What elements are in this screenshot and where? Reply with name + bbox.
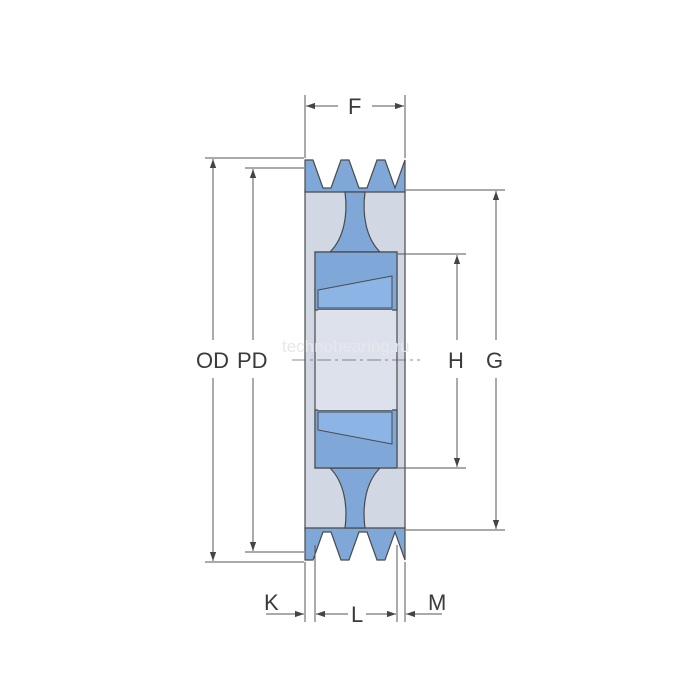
dimension-lines <box>205 95 505 622</box>
upper-bush-taper <box>317 275 393 309</box>
lower-bush-taper <box>317 411 393 445</box>
label-m: M <box>428 590 446 615</box>
label-f: F <box>348 94 361 119</box>
top-groove-rim <box>304 159 406 193</box>
label-pd: PD <box>237 348 268 373</box>
pulley-section <box>292 159 420 561</box>
label-h: H <box>448 348 464 373</box>
watermark-text: technobearing.ru <box>282 337 410 356</box>
label-k: K <box>264 590 279 615</box>
label-l: L <box>351 602 363 627</box>
label-g: G <box>486 348 503 373</box>
label-od: OD <box>196 348 229 373</box>
bottom-groove-rim <box>304 527 406 561</box>
